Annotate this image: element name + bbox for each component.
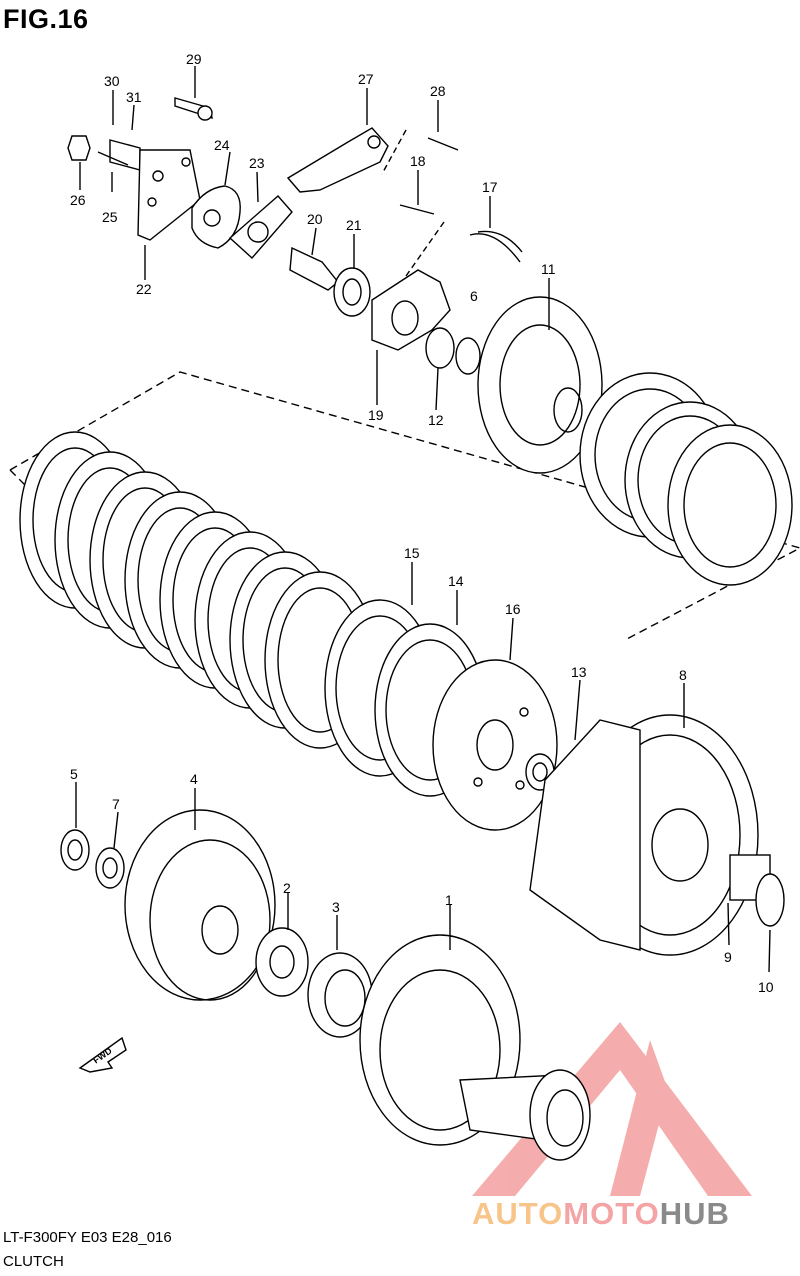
watermark-text: AUTOMOTOHUB xyxy=(472,1196,730,1231)
part-label-28: 28 xyxy=(430,83,446,99)
part-label-20: 20 xyxy=(307,211,323,227)
diagram-name: CLUTCH xyxy=(3,1253,64,1270)
part-label-8: 8 xyxy=(679,667,687,683)
part-label-5: 5 xyxy=(70,766,78,782)
part-label-29: 29 xyxy=(186,51,202,67)
part-label-13: 13 xyxy=(571,664,587,680)
part-label-31: 31 xyxy=(126,89,142,105)
part-label-9: 9 xyxy=(724,949,732,965)
part-label-25: 25 xyxy=(102,209,118,225)
part-label-27: 27 xyxy=(358,71,374,87)
part-label-21: 21 xyxy=(346,217,362,233)
part-label-7: 7 xyxy=(112,796,120,812)
part-label-23: 23 xyxy=(249,155,265,171)
part-label-19: 19 xyxy=(368,407,384,423)
part-label-15: 15 xyxy=(404,545,420,561)
part-label-2: 2 xyxy=(283,880,291,896)
part-label-16: 16 xyxy=(505,601,521,617)
part-label-6: 6 xyxy=(470,288,478,304)
part-label-12: 12 xyxy=(428,412,444,428)
part-label-24: 24 xyxy=(214,137,230,153)
diagram-code: LT-F300FY E03 E28_016 xyxy=(3,1229,172,1246)
part-label-11: 11 xyxy=(541,261,556,277)
part-label-4: 4 xyxy=(190,771,198,787)
figure-title: FIG.16 xyxy=(3,4,89,34)
part-label-18: 18 xyxy=(410,153,426,169)
part-label-1: 1 xyxy=(445,892,453,908)
part-label-22: 22 xyxy=(136,281,152,297)
part-label-17: 17 xyxy=(482,179,498,195)
part-label-26: 26 xyxy=(70,192,86,208)
part-label-10: 10 xyxy=(758,979,774,995)
watermark-logo-icon xyxy=(472,1022,752,1196)
part-label-14: 14 xyxy=(448,573,464,589)
part-label-30: 30 xyxy=(104,73,120,89)
part-label-3: 3 xyxy=(332,899,340,915)
